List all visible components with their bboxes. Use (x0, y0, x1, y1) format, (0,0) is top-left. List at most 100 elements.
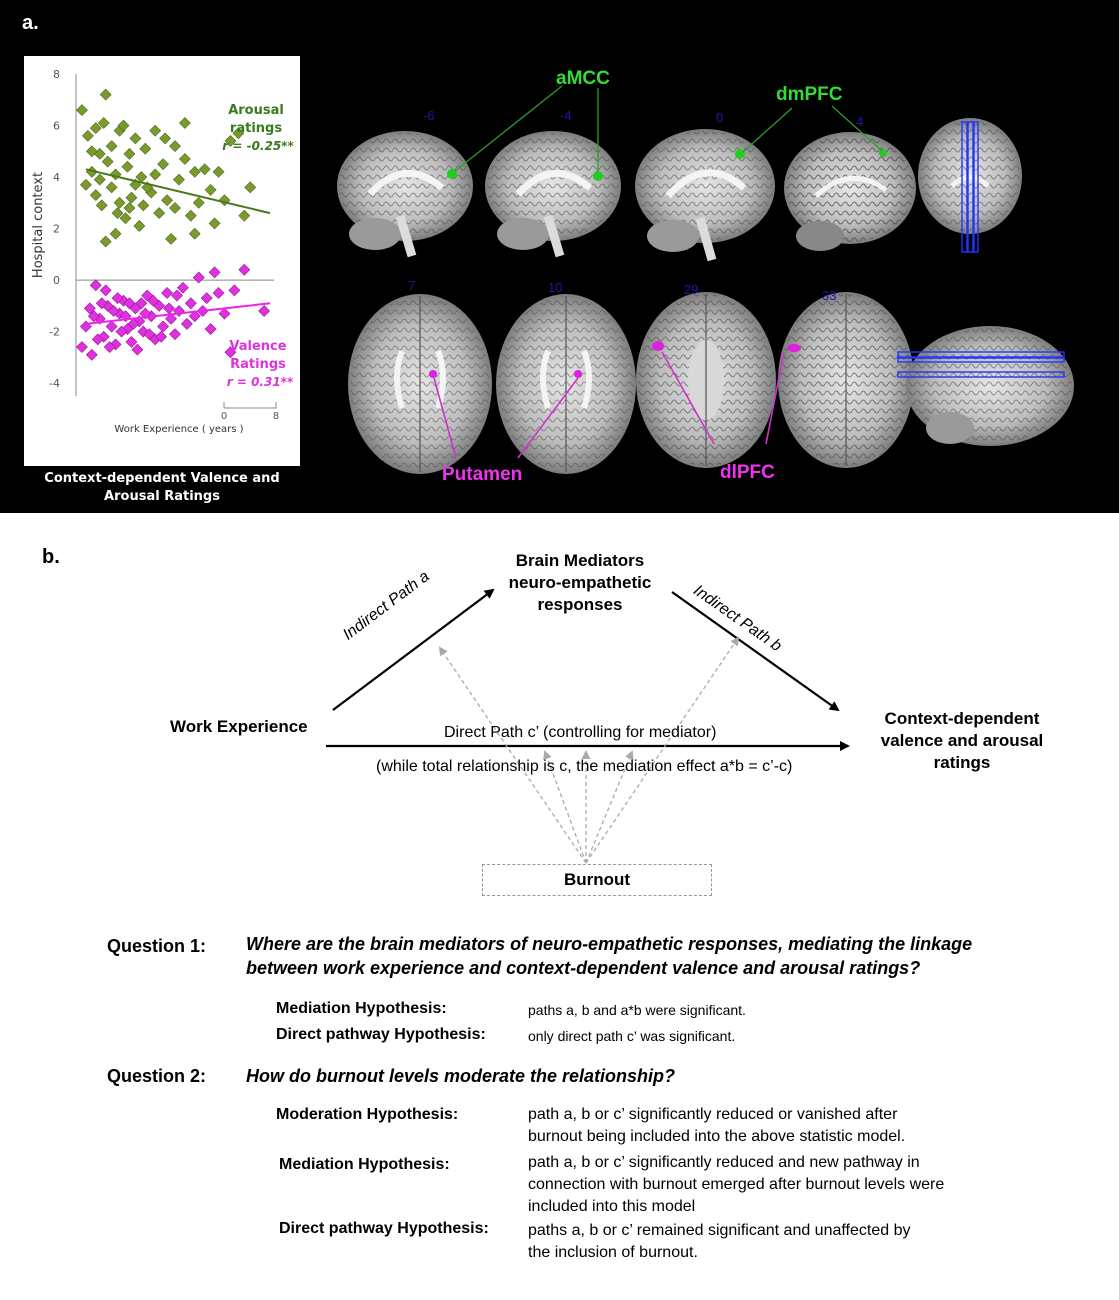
question-2-text: How do burnout levels moderate the relat… (246, 1066, 676, 1086)
series-1-point-40 (83, 302, 96, 315)
series-1-trend-line (85, 302, 271, 325)
series-1-point-44 (115, 325, 128, 338)
series-1-point-12 (125, 335, 138, 348)
series-1-point-41 (91, 333, 104, 346)
putamen-marker-1 (429, 370, 437, 378)
slice-label-sag-1: -6 (423, 108, 435, 123)
series-0-point-37 (192, 196, 205, 209)
series-1-point-23 (169, 328, 181, 341)
series-0-point-32 (169, 140, 181, 153)
series-1-point-7 (105, 320, 118, 333)
series-1-point-52 (87, 310, 100, 323)
amcc-callout-line-1 (454, 85, 563, 172)
series-0-point-55 (85, 145, 98, 158)
dlpfc-label: dlPFC (720, 462, 775, 483)
q2-mediation-desc-line-1: path a, b or c’ significantly reduced an… (528, 1154, 920, 1171)
question-1-text: Where are the brain mediators of neuro-e… (246, 932, 1096, 980)
series-0-point-33 (173, 173, 185, 186)
series-1-point-49 (155, 330, 168, 343)
series-0-point-27 (149, 124, 162, 137)
outcome-line-1: Context-dependent (884, 709, 1040, 728)
series-1-point-46 (131, 343, 144, 356)
series-0-point-17 (121, 160, 134, 173)
series-0-point-1 (81, 129, 94, 142)
series-0-point-9 (113, 196, 126, 209)
sagittal-brain-3 (635, 129, 775, 262)
series-1-point-29 (192, 271, 205, 284)
dmpfc-label: dmPFC (776, 84, 843, 105)
putamen-callout-line-1 (433, 377, 457, 459)
y-tick-label-0: 8 (53, 68, 60, 81)
series-0-point-23 (123, 202, 136, 214)
dlpfc-marker-1 (652, 341, 664, 351)
series-1-point-32 (204, 323, 217, 335)
dlpfc-callout-line-2 (765, 351, 785, 445)
series-0-point-51 (137, 199, 150, 212)
y-tick-label-4: 0 (53, 274, 60, 287)
outcome-node: Context-dependent valence and arousal ra… (862, 708, 1062, 774)
series-0-point-57 (123, 147, 136, 160)
series-1-point-39 (258, 305, 271, 317)
direct-path-label: Direct Path c’ (controlling for mediator… (444, 724, 717, 741)
series-0-point-18 (125, 191, 138, 204)
series-0-point-12 (101, 155, 114, 168)
putamen-label: Putamen (442, 464, 522, 485)
axial-brain-4 (778, 292, 914, 468)
series-1-point-48 (147, 294, 160, 307)
sagittal-reference-brain (897, 326, 1074, 446)
dmpfc-callout-line-2 (831, 105, 883, 152)
series-1-point-3 (89, 279, 102, 292)
series-0-point-34 (178, 117, 191, 129)
series-0-point-46 (232, 127, 245, 140)
q2-mediation-hypothesis-desc: path a, b or c’ significantly reduced an… (528, 1152, 944, 1218)
arousal-label-line-2: ratings (230, 121, 282, 136)
series-0-point-36 (188, 165, 201, 178)
mediator-line-1: Brain Mediators (515, 551, 645, 570)
amcc-label: aMCC (556, 68, 610, 89)
series-1-point-21 (161, 287, 174, 299)
slice-label-sag-2: -4 (560, 108, 572, 123)
dlpfc-marker-2 (787, 344, 801, 352)
slice-label-ax-4: 33 (822, 288, 836, 303)
series-0-point-21 (109, 227, 122, 240)
burnout-to-direct-arrow-3 (585, 750, 634, 864)
series-0-point-13 (89, 122, 102, 135)
series-1-point-45 (123, 297, 136, 310)
burnout-to-direct-arrow-1 (543, 750, 587, 864)
series-0-point-44 (208, 217, 221, 230)
series-0-point-25 (139, 142, 152, 155)
series-1-point-34 (212, 287, 225, 299)
arousal-correlation: r = -0.25** (222, 139, 294, 153)
outcome-line-2: valence and arousal (880, 731, 1044, 750)
slice-label-ax-1: 7 (408, 278, 415, 293)
series-0-point-38 (159, 132, 172, 145)
q2-direct-hypothesis-name: Direct pathway Hypothesis: (279, 1220, 489, 1237)
y-tick-label-3: 2 (53, 223, 60, 236)
series-0-point-52 (149, 168, 162, 181)
mediator-node: Brain Mediators neuro-empathetic respons… (480, 550, 680, 616)
indirect-path-a-arrow (332, 588, 495, 711)
axial-brain-3 (636, 292, 776, 468)
y-tick-label-2: 4 (53, 171, 60, 184)
series-0-point-14 (97, 117, 110, 129)
series-1-point-36 (224, 346, 237, 359)
q2-direct-desc-line-1: paths a, b or c’ remained significant an… (528, 1222, 911, 1239)
work-experience-node: Work Experience (170, 717, 308, 736)
slice-label-ax-2: 10 (548, 280, 562, 295)
valence-label-line-2: Ratings (230, 357, 286, 372)
series-0-point-6 (99, 88, 112, 101)
series-1-point-59 (143, 328, 156, 341)
y-tick-label-1: 6 (53, 120, 60, 133)
question-1-line-1: Where are the brain mediators of neuro-e… (246, 934, 973, 954)
sagittal-brain-4 (784, 132, 916, 251)
axial-brain-1 (348, 294, 492, 474)
series-1-point-58 (135, 297, 148, 310)
series-1-point-55 (111, 292, 124, 305)
total-relationship-note: (while total relationship is c, the medi… (376, 758, 793, 775)
series-0-point-10 (119, 212, 132, 225)
series-1-point-33 (208, 266, 221, 279)
x-tick-label-1: 8 (273, 411, 279, 422)
dmpfc-marker-1 (735, 149, 745, 159)
q2-mediation-desc-line-2: connection with burnout emerged after bu… (528, 1176, 945, 1193)
